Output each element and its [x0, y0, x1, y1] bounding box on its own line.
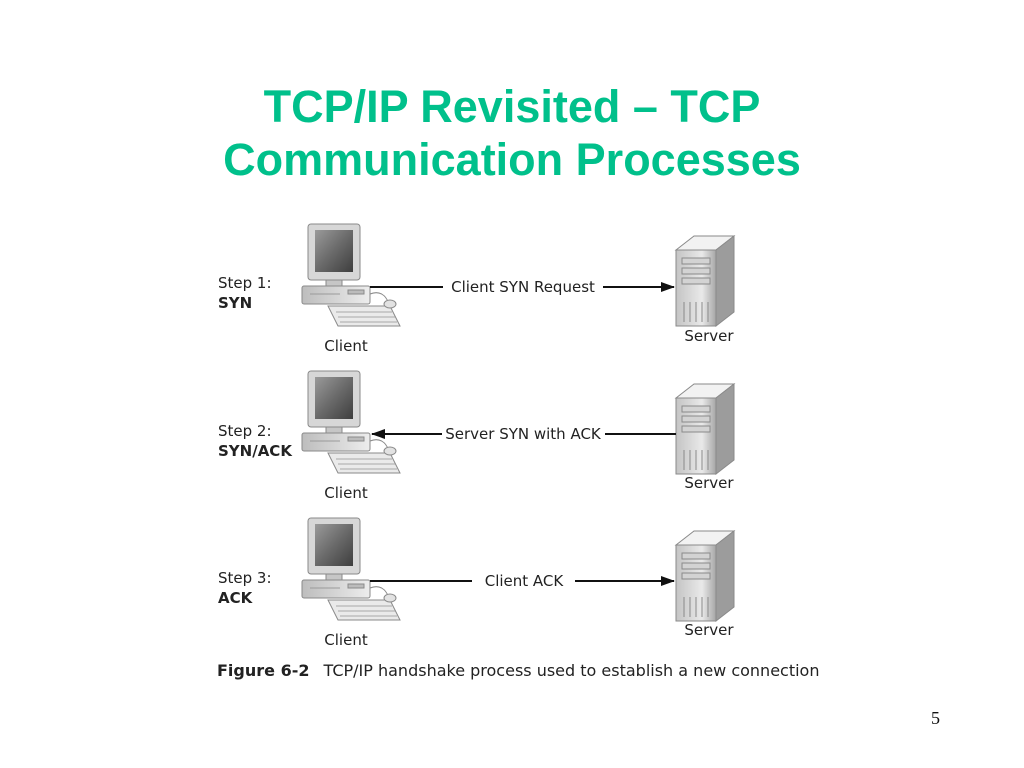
step-2-client-label: Client — [324, 484, 368, 502]
handshake-step-2: Step 2: SYN/ACK Client — [218, 370, 736, 502]
step-2-label: Step 2: — [218, 422, 272, 440]
step-1-label: Step 1: — [218, 274, 272, 292]
step-1-name: SYN — [218, 294, 252, 312]
step-2-server-label: Server — [684, 474, 734, 492]
step-3-message: Client ACK — [485, 572, 565, 590]
handshake-step-3: Step 3: ACK Client — [218, 517, 736, 649]
client-computer-icon — [301, 517, 401, 621]
step-3-label: Step 3: — [218, 569, 272, 587]
step-1-client-label: Client — [324, 337, 368, 355]
step-3-server-label: Server — [684, 621, 734, 639]
figure-caption-text: TCP/IP handshake process used to establi… — [323, 661, 820, 680]
slide-title: TCP/IP Revisited – TCP Communication Pro… — [0, 80, 1024, 186]
step-1-message: Client SYN Request — [451, 278, 595, 296]
tcp-handshake-diagram: Step 1: SYN Client — [218, 223, 736, 649]
step-3-name: ACK — [218, 589, 254, 607]
handshake-step-1: Step 1: SYN Client — [218, 223, 736, 355]
server-icon — [674, 529, 736, 623]
step-2-name: SYN/ACK — [218, 442, 293, 460]
slide-title-line-2: Communication Processes — [223, 134, 801, 185]
client-computer-icon — [301, 223, 401, 327]
slide-title-line-1: TCP/IP Revisited – TCP — [263, 81, 761, 132]
figure-caption: Figure 6-2 TCP/IP handshake process used … — [217, 661, 857, 680]
server-icon — [674, 382, 736, 476]
page-number: 5 — [931, 708, 940, 728]
server-icon — [674, 234, 736, 328]
step-2-message: Server SYN with ACK — [445, 425, 602, 443]
client-computer-icon — [301, 370, 401, 474]
step-3-client-label: Client — [324, 631, 368, 649]
figure-number: Figure 6-2 — [217, 661, 310, 680]
step-1-server-label: Server — [684, 327, 734, 345]
